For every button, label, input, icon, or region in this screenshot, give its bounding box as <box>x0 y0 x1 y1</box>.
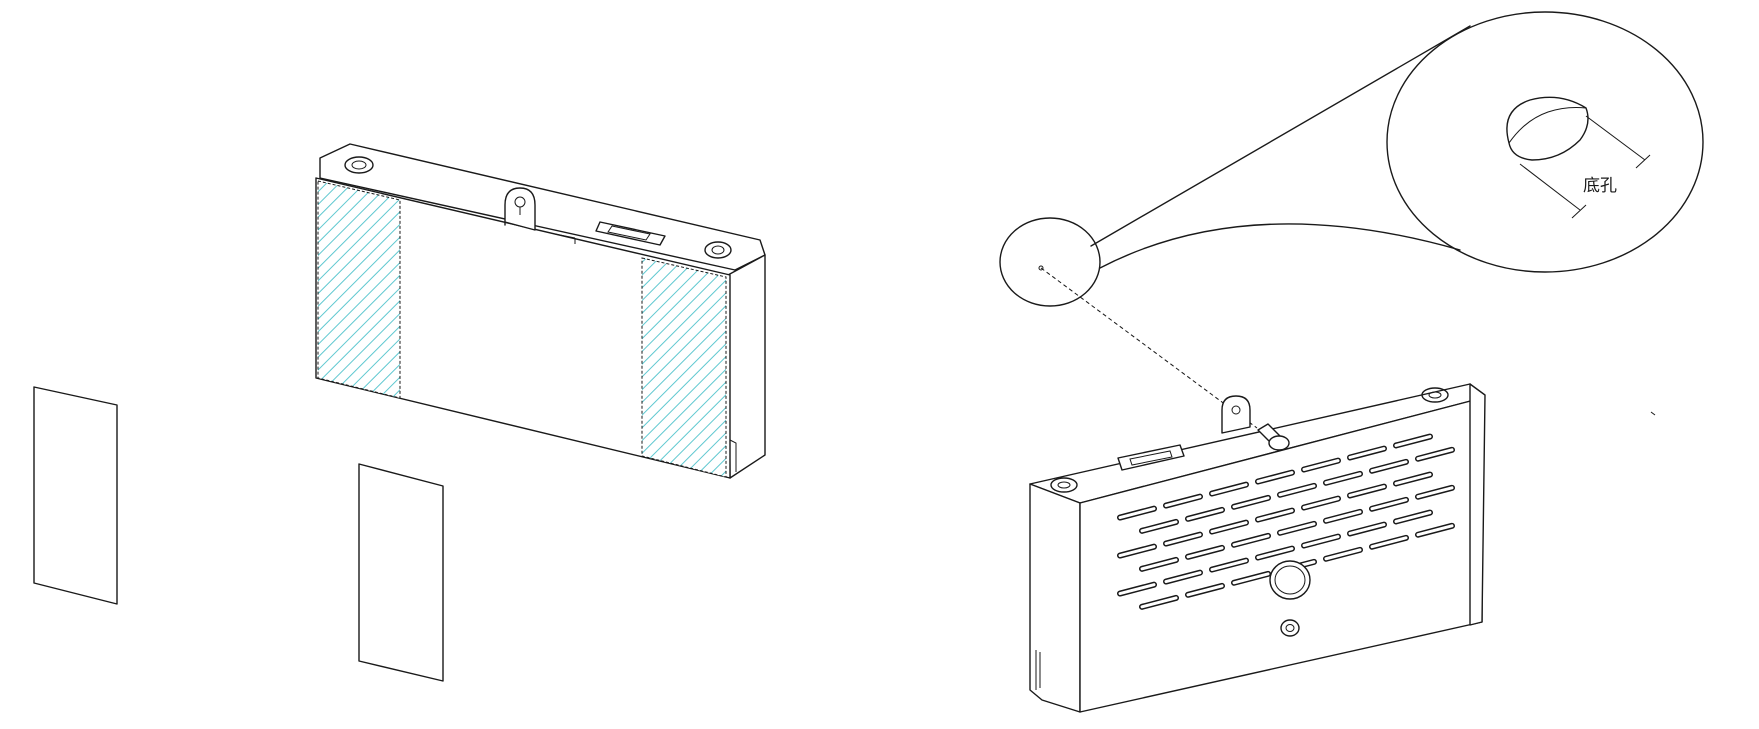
screw-icon <box>704 241 732 259</box>
vent-slot-inner <box>1370 498 1408 511</box>
vent-slot-inner <box>1394 435 1432 447</box>
vent-slot-inner <box>1416 448 1454 461</box>
vent-slot-icon <box>1117 433 1455 610</box>
vent-slot-inner <box>1164 571 1202 584</box>
vent-slot-inner <box>1348 485 1386 497</box>
vent-slot-inner <box>1186 546 1224 559</box>
vent-slot-inner <box>1370 536 1408 549</box>
vent-slot-inner <box>1324 510 1362 523</box>
adhesive-zone-left <box>317 180 401 399</box>
vent-slot-inner <box>1348 447 1386 459</box>
screw-icon <box>1257 423 1290 451</box>
vent-slot-inner <box>1256 509 1294 522</box>
vent-slot-inner <box>1118 545 1156 558</box>
screw-icon <box>344 156 374 174</box>
vent-slot-inner <box>1278 484 1316 497</box>
vent-slot-inner <box>1278 522 1316 535</box>
vent-slot-inner <box>1186 584 1224 597</box>
callout-label: 底孔 <box>1583 176 1617 196</box>
vent-slot-inner <box>1164 533 1202 546</box>
vent-slot-inner <box>1324 548 1362 561</box>
vent-slot-inner <box>1140 596 1178 609</box>
vent-slot-inner <box>1416 524 1454 537</box>
screw-icon <box>1050 477 1078 493</box>
vent-slot-inner <box>1118 583 1156 596</box>
vent-slot-inner <box>1302 459 1340 471</box>
vent-slot-inner <box>1140 520 1178 533</box>
screw-icon <box>1421 387 1449 403</box>
vent-slot-inner <box>1210 521 1248 534</box>
vent-slot-inner <box>1348 523 1386 535</box>
enclosure-front-view <box>1029 383 1486 713</box>
vent-slot-inner <box>1186 508 1224 521</box>
vent-slot-inner <box>1118 507 1156 520</box>
detail-magnified-circle <box>1386 11 1704 273</box>
vent-slot-inner <box>1210 483 1248 496</box>
connector-cutout <box>595 221 666 246</box>
connector-cutout <box>1117 444 1185 471</box>
led-indicator <box>1280 619 1300 637</box>
enclosure-back-view <box>315 143 766 479</box>
vent-slot-inner <box>1232 572 1270 585</box>
adhesive-pad-center <box>358 463 444 682</box>
vent-slot-inner <box>1256 471 1294 484</box>
keyhole-hanger-icon <box>1221 395 1251 434</box>
adhesive-pad-left <box>33 386 118 605</box>
vent-slot-inner <box>1256 547 1294 560</box>
vent-slot-inner <box>1302 497 1340 509</box>
adhesive-zone-right <box>641 257 727 478</box>
vent-slot-inner <box>1302 535 1340 547</box>
vent-slot-inner <box>1394 473 1432 485</box>
vent-slot-inner <box>1232 496 1270 509</box>
vent-slot-inner <box>1232 534 1270 547</box>
vent-slot-inner <box>1370 460 1408 473</box>
vent-slot-inner <box>1164 495 1202 508</box>
vent-slot-inner <box>1140 558 1178 571</box>
vent-slot-inner <box>1394 511 1432 523</box>
power-button <box>1269 560 1311 600</box>
bottom-hole-icon <box>1506 96 1589 161</box>
vent-slot-inner <box>1416 486 1454 499</box>
detail-callout: 底孔 <box>999 11 1704 429</box>
keyhole-hanger-icon <box>504 187 536 231</box>
vent-slot-inner <box>1210 559 1248 572</box>
detail-source-circle <box>999 217 1101 307</box>
vent-slot-inner <box>1324 472 1362 485</box>
